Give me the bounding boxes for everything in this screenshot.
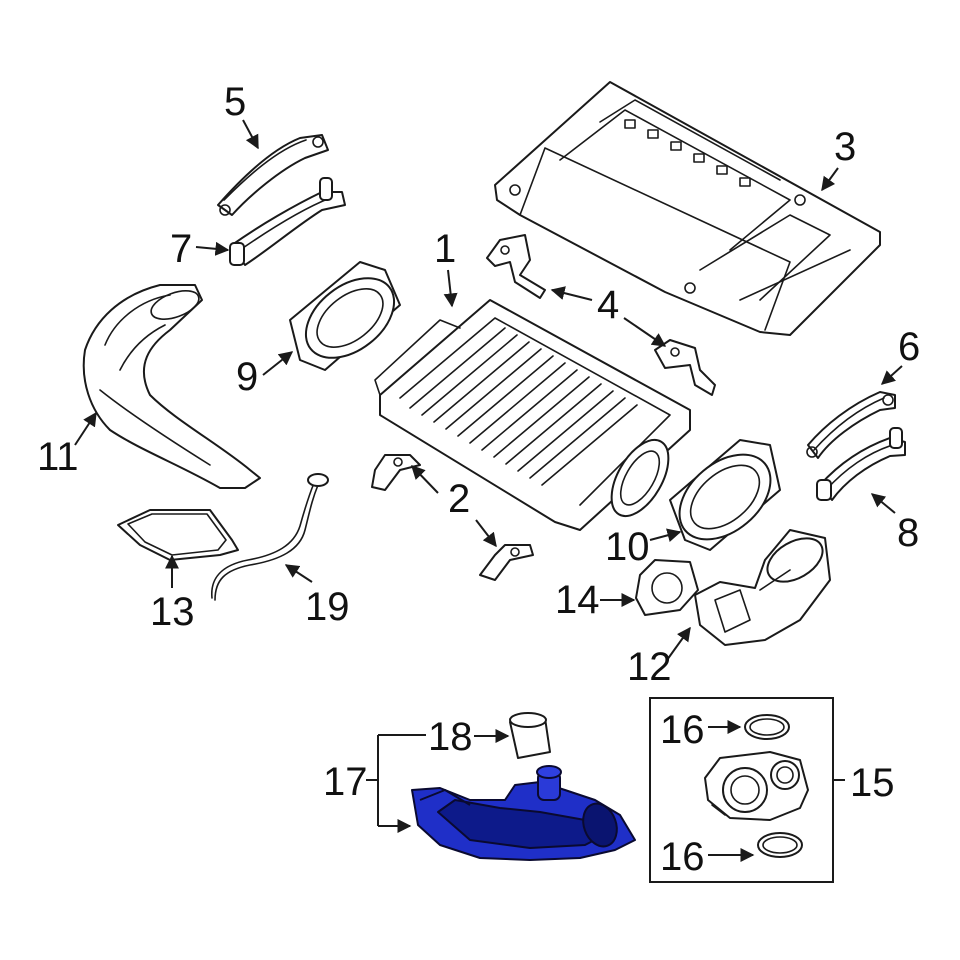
clamp-part-7 xyxy=(229,177,346,266)
clamp-part-6 xyxy=(806,391,896,459)
gasket-part-13 xyxy=(117,509,239,561)
callout-16-lower: 16 xyxy=(660,835,705,879)
engine-cover-part-3 xyxy=(494,81,881,336)
callout-11: 11 xyxy=(37,435,79,479)
callout-1: 1 xyxy=(434,227,456,271)
bracket-part-2 xyxy=(371,454,534,581)
callout-labels: 1 2 3 4 5 6 7 8 9 10 11 12 13 14 15 16 1… xyxy=(37,80,920,879)
sleeve-part-18 xyxy=(509,712,551,759)
throttle-body-part-15 xyxy=(704,751,809,821)
callout-16-upper: 16 xyxy=(660,708,705,752)
callout-12: 12 xyxy=(627,645,672,689)
leader-lines xyxy=(74,119,903,862)
o-ring-part-16-lower xyxy=(757,832,803,858)
clamp-part-8 xyxy=(816,427,906,501)
callout-3: 3 xyxy=(834,125,856,169)
detail-box-part-15 xyxy=(649,697,834,883)
callout-18: 18 xyxy=(428,715,473,759)
callout-7: 7 xyxy=(170,227,192,271)
callout-5: 5 xyxy=(224,80,246,124)
callout-10: 10 xyxy=(605,525,650,569)
intercooler-part-1 xyxy=(374,299,691,531)
hose-boot-part-9 xyxy=(289,261,401,371)
air-duct-part-11 xyxy=(82,284,261,489)
callout-4: 4 xyxy=(597,283,619,327)
hose-boot-part-10 xyxy=(669,439,781,551)
callout-9: 9 xyxy=(236,355,258,399)
manifold-part-17-highlighted xyxy=(411,765,636,861)
bracket-part-4 xyxy=(486,234,716,396)
callout-19: 19 xyxy=(305,585,350,629)
gasket-part-14 xyxy=(635,559,699,616)
callout-14: 14 xyxy=(555,578,600,622)
o-ring-part-16-upper xyxy=(744,714,790,740)
clamp-part-5 xyxy=(217,134,329,216)
callout-15: 15 xyxy=(850,761,895,805)
pipe-part-12 xyxy=(694,529,831,646)
callout-2: 2 xyxy=(448,477,470,521)
callout-8: 8 xyxy=(897,511,919,555)
callout-6: 6 xyxy=(898,325,920,369)
callout-13: 13 xyxy=(150,590,195,634)
callout-17: 17 xyxy=(323,760,368,804)
tube-part-19 xyxy=(211,473,329,601)
